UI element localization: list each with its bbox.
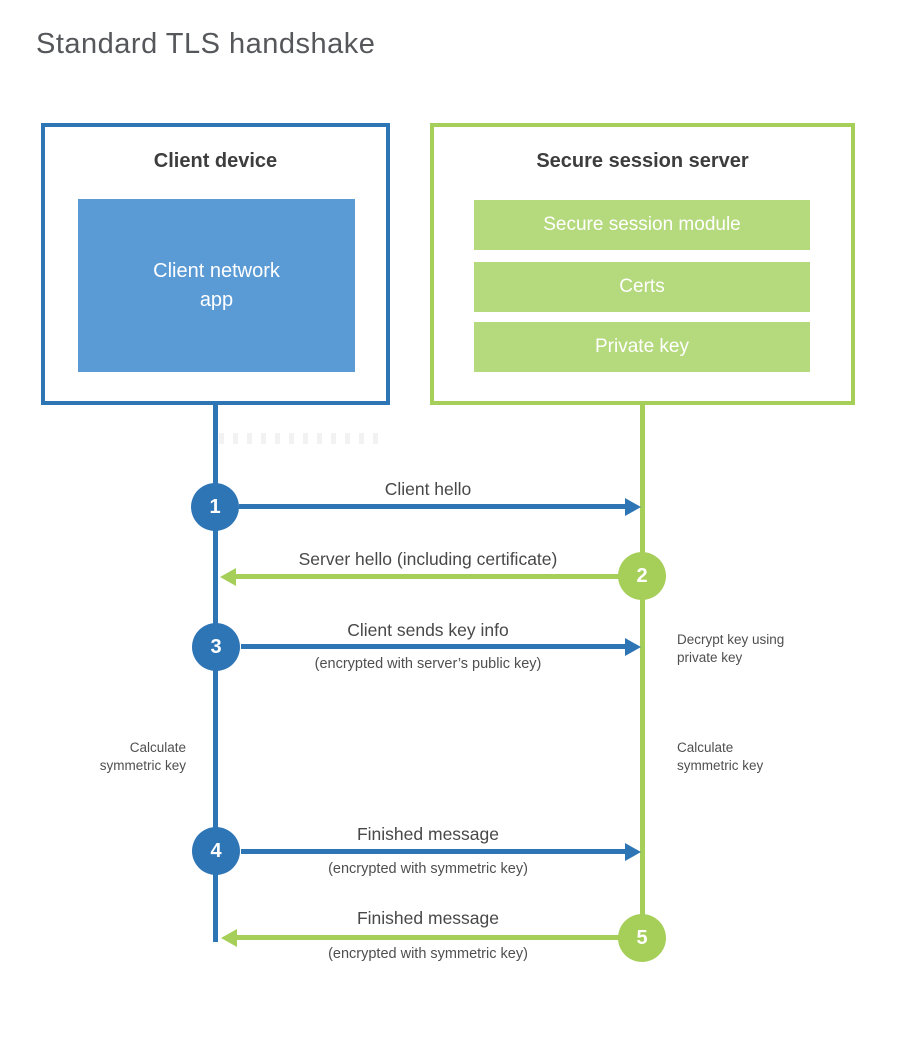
client-network-app-box: Client network app — [78, 199, 355, 372]
step-1-arrow-line — [239, 504, 626, 509]
client-device-title: Client device — [153, 150, 278, 172]
step-5-arrow-line — [236, 935, 620, 940]
server-lifeline — [640, 405, 645, 940]
faint-dashed-artifact — [219, 433, 385, 444]
calculate-symmetric-key-note-server: Calculate symmetric key — [677, 740, 764, 773]
step-2-arrowhead-left-icon — [220, 568, 236, 586]
secure-session-server-title: Secure session server — [536, 150, 749, 172]
step-4-badge: 4 — [192, 827, 240, 875]
server-module-certs: Certs — [474, 262, 810, 312]
step-2-arrow-line — [235, 574, 620, 579]
decrypt-key-note: Decrypt key using private key — [677, 632, 785, 665]
step-2-label: Server hello (including certificate) — [298, 549, 558, 569]
secure-session-server-box: Secure session server Secure session mod… — [430, 123, 855, 405]
step-1-label: Client hello — [384, 479, 472, 499]
step-3-arrowhead-right-icon — [625, 638, 641, 656]
step-5-sublabel: (encrypted with symmetric key) — [328, 946, 528, 962]
client-lifeline — [213, 405, 218, 942]
step-4-arrowhead-right-icon — [625, 843, 641, 861]
client-device-box: Client device Client network app — [41, 123, 390, 405]
calculate-symmetric-key-note-client: Calculate symmetric key — [99, 740, 186, 773]
server-module-secure-session: Secure session module — [474, 200, 810, 250]
step-2-badge: 2 — [618, 552, 666, 600]
step-3-arrow-line — [241, 644, 626, 649]
step-4-label: Finished message — [356, 824, 500, 844]
step-5-label: Finished message — [356, 908, 500, 928]
step-3-sublabel: (encrypted with server’s public key) — [314, 656, 542, 672]
step-1-badge: 1 — [191, 483, 239, 531]
step-5-arrowhead-left-icon — [221, 929, 237, 947]
step-1-arrowhead-right-icon — [625, 498, 641, 516]
step-3-badge: 3 — [192, 623, 240, 671]
step-4-arrow-line — [241, 849, 626, 854]
step-5-badge: 5 — [618, 914, 666, 962]
step-3-label: Client sends key info — [347, 620, 509, 640]
client-network-app-label: Client network app — [153, 259, 280, 311]
step-4-sublabel: (encrypted with symmetric key) — [328, 861, 528, 877]
page-title: Standard TLS handshake — [36, 28, 376, 60]
server-module-private-key: Private key — [474, 322, 810, 372]
